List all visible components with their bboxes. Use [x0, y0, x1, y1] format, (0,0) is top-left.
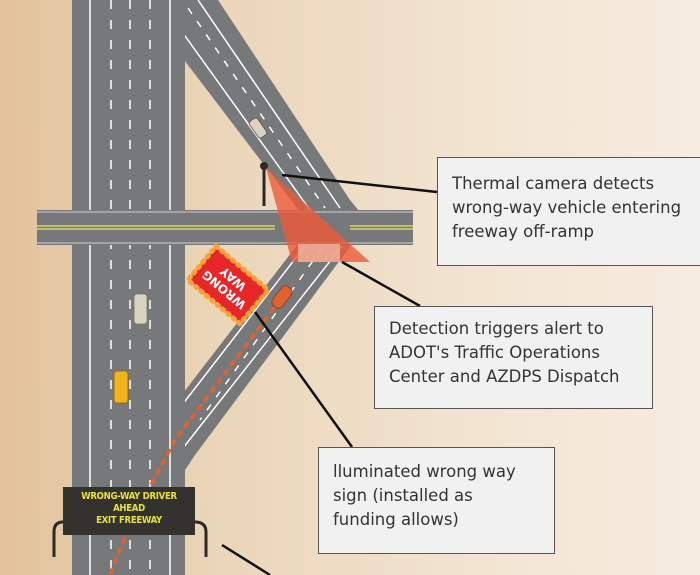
camera-beam: [266, 168, 370, 262]
callout-text: wrong-way vehicle entering: [452, 198, 682, 217]
detection-zone: [298, 244, 340, 262]
on-ramp-edge-line: [171, 245, 306, 419]
message-sign-line: WRONG-WAY DRIVER: [81, 491, 177, 502]
on-ramp-lane-line: [199, 247, 323, 421]
freeway: [72, 0, 185, 575]
leader-line-detection: [341, 260, 421, 308]
leader-line-sign: [253, 311, 354, 448]
callout-thermal-camera: Thermal camera detects wrong-way vehicle…: [437, 157, 700, 266]
car-icon: [248, 117, 268, 139]
callout-text: sign (installed as: [333, 486, 473, 505]
leader-line-camera: [281, 173, 438, 194]
callout-detection-alert: Detection triggers alert to ADOT's Traff…: [374, 306, 653, 409]
message-sign-line: AHEAD: [113, 503, 145, 514]
leader-line-message-sign: [221, 543, 271, 575]
car-icon: [133, 293, 148, 325]
off-ramp-edge-line: [197, 0, 341, 209]
callout-text: lluminated wrong way: [333, 462, 516, 481]
on-ramp: [170, 244, 352, 470]
off-ramp-edge-line: [174, 21, 311, 211]
callout-text: freeway off-ramp: [452, 222, 595, 241]
taxi-icon: [113, 370, 129, 404]
wrong-way-message-sign: WRONG-WAY DRIVER AHEAD EXIT FREEWAY: [63, 487, 195, 535]
callout-illuminated-sign: lluminated wrong way sign (installed as …: [318, 447, 555, 554]
callout-text: ADOT's Traffic Operations: [389, 343, 600, 362]
callout-text: Thermal camera detects: [452, 174, 655, 193]
crossroad: [37, 210, 413, 245]
off-ramp: [165, 0, 360, 212]
callout-text: funding allows): [333, 510, 459, 529]
callout-text: Detection triggers alert to: [389, 319, 604, 338]
sign-post: [52, 520, 64, 557]
message-sign-line: EXIT FREEWAY: [96, 515, 162, 526]
callout-text: Center and AZDPS Dispatch: [389, 367, 620, 386]
wrong-way-path: [108, 298, 282, 575]
wrong-way-vehicle-icon: [271, 285, 293, 309]
sign-post: [194, 520, 208, 557]
on-ramp-edge-line: [171, 245, 343, 463]
